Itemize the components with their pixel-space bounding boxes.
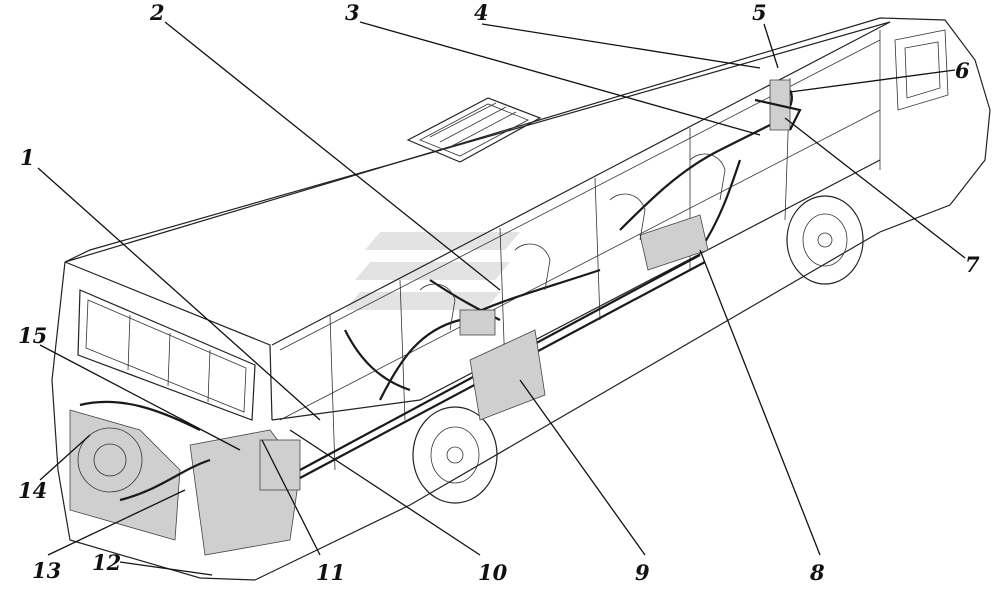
callout-9: 9 [635,560,650,585]
callout-1: 1 [20,145,35,170]
heater-unit [459,309,496,336]
leader-4 [481,23,761,69]
engine-compartment [69,400,301,556]
callout-6: 6 [955,58,970,83]
leader-lines [37,21,966,576]
side-lower-edge [254,231,881,581]
leader-15 [39,344,241,451]
callout-12: 12 [92,550,121,575]
callout-8: 8 [809,560,825,585]
callout-10: 10 [478,560,508,585]
leader-9 [519,379,646,556]
leader-2 [164,21,501,291]
callout-11: 11 [316,560,345,585]
leader-14 [39,434,91,481]
callout-14: 14 [18,478,47,503]
heater-unit [639,214,709,271]
callout-2: 2 [149,0,165,25]
callout-7: 7 [965,252,980,277]
heater-unit [469,329,546,421]
heating-pipework [299,79,802,479]
front-wheel [786,195,864,285]
roof-outline [64,17,991,263]
callout-13: 13 [32,558,61,583]
leader-12 [119,561,213,576]
callout-3: 3 [345,0,360,25]
rear-face [51,261,256,581]
callout-5: 5 [752,0,767,25]
leader-13 [47,489,186,556]
leader-8 [699,249,821,556]
leader-6 [789,69,956,93]
leader-5 [763,23,779,69]
leader-1 [37,167,321,421]
front-door [894,29,949,111]
leader-7 [784,117,966,259]
bus-body [51,17,991,581]
leader-11 [261,439,321,556]
callout-4: 4 [474,0,489,25]
leader-10 [289,429,481,556]
rear-window [77,289,256,421]
rear-wheel [412,406,498,504]
leader-3 [359,21,761,136]
callout-15: 15 [18,323,47,348]
callout-labels: 1 2 3 4 5 6 7 8 9 10 11 12 13 14 15 [18,0,980,585]
roof-hatch [406,97,542,163]
